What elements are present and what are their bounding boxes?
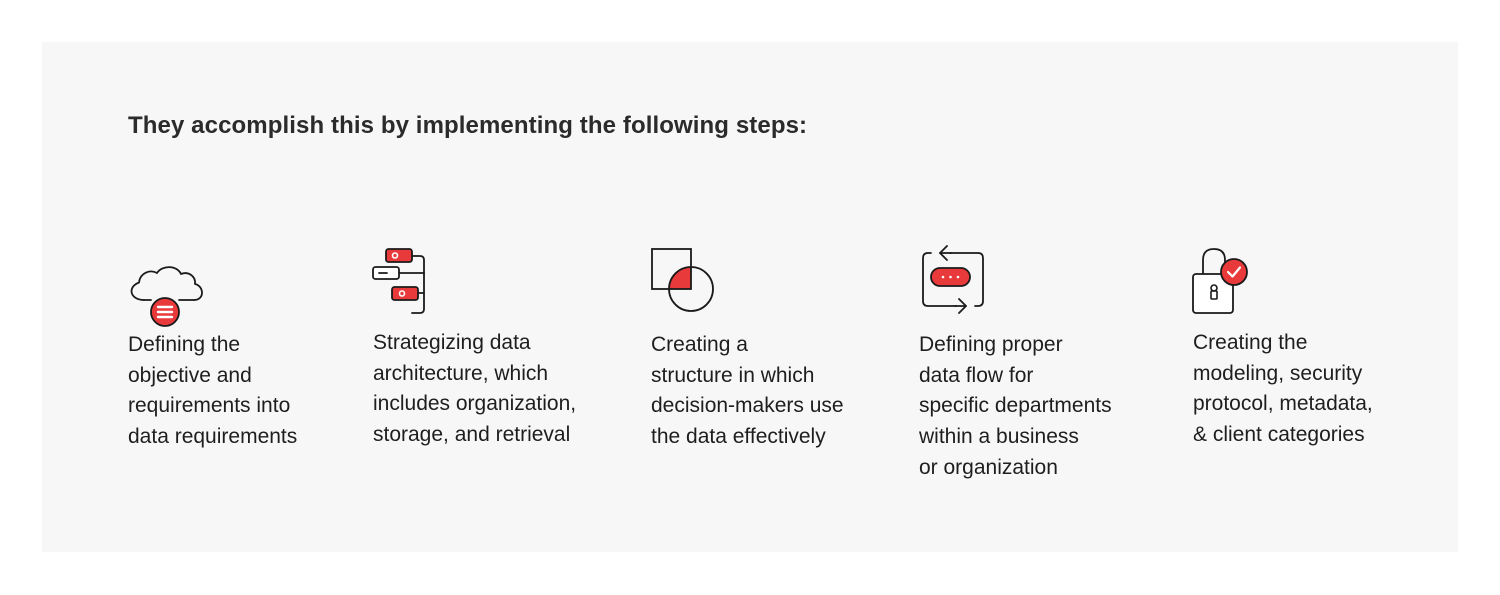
- section-heading: They accomplish this by implementing the…: [128, 112, 808, 139]
- step-description: Creating a structure in which decision-m…: [651, 333, 844, 449]
- step-description: Strategizing data architecture, which in…: [373, 331, 577, 447]
- architecture-nodes-icon: [372, 248, 425, 314]
- padlock-check-icon: [1192, 248, 1248, 314]
- step-description: Defining proper data flow for specific d…: [919, 333, 1112, 479]
- step-description: Defining the objective and requirements …: [128, 333, 298, 449]
- square-circle-overlap-icon: [651, 248, 714, 312]
- cloud-database-icon: [130, 266, 203, 327]
- data-flow-cycle-icon: [922, 245, 984, 314]
- step-description: Creating the modeling, security protocol…: [1193, 331, 1373, 447]
